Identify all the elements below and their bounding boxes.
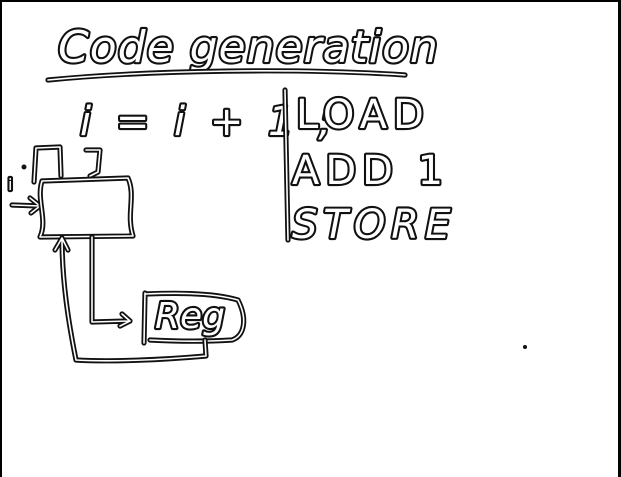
title-underline [45,68,408,83]
side-input-label: i [8,175,12,194]
instruction-add: ADD 1 [292,148,449,194]
frame-top-border [0,0,621,2]
box-to-register-arrow [89,234,133,329]
instruction-load: LOAD [296,92,430,138]
register-label: Reg [155,296,225,337]
frame-right-border [618,0,621,477]
frame-left-border [0,0,2,477]
processing-box [37,175,136,240]
board-title: Code generation [58,22,439,73]
register-box [141,290,247,346]
assignment-statement: i = i + 1 ; [80,99,338,145]
stray-dot [523,345,527,349]
instruction-store: STORE [292,202,456,248]
input-arrow [9,195,43,216]
register-feedback-loop [52,235,209,364]
column-separator-line [282,87,291,243]
box-top-marks [21,144,103,185]
